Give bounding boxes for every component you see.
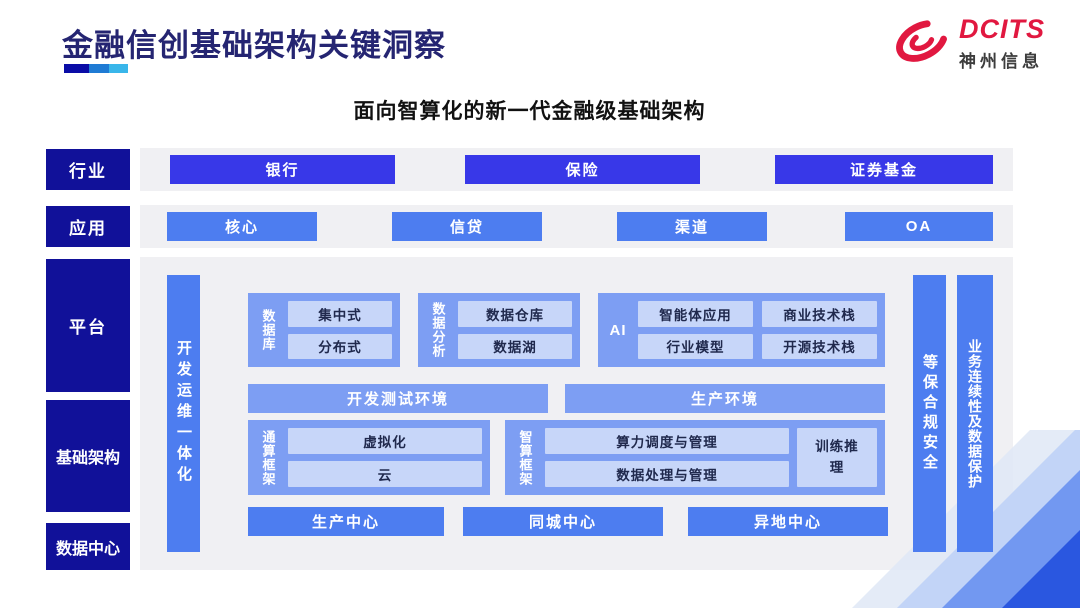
layer-label-infrastructure: 基础架构 — [46, 400, 130, 512]
smart-compute-group: 智算框架 算力调度与管理 数据处理与管理 训练推理 — [505, 420, 885, 495]
logo-brand-text: DCITS — [959, 14, 1045, 45]
layer-label-industry: 行业 — [46, 149, 130, 190]
analytics-item-data-warehouse: 数据仓库 — [458, 301, 572, 327]
diagram-title: 面向智算化的新一代金融级基础架构 — [353, 100, 706, 123]
ai-item-agent-apps: 智能体应用 — [638, 301, 753, 327]
application-item-oa: OA — [845, 212, 993, 241]
industry-item-insurance: 保险 — [465, 155, 700, 184]
smart-compute-item-data-processing: 数据处理与管理 — [545, 461, 789, 487]
underline-segment-dark — [64, 64, 89, 73]
center-item-remote: 异地中心 — [688, 507, 888, 536]
general-compute-item-virtualization: 虚拟化 — [288, 428, 482, 454]
logo-swirl-icon — [893, 14, 951, 73]
smart-compute-item-compute-scheduling: 算力调度与管理 — [545, 428, 789, 454]
industry-item-bank: 银行 — [170, 155, 395, 184]
dev-test-environment-bar: 开发测试环境 — [248, 384, 548, 413]
database-item-distributed: 分布式 — [288, 333, 392, 359]
data-analytics-group-label: 数据分析 — [430, 302, 446, 358]
business-continuity-bar: 业务连续性及数据保护 — [957, 275, 993, 552]
devops-integration-bar: 开发运维一体化 — [167, 275, 200, 552]
smart-compute-group-label: 智算框架 — [517, 429, 533, 486]
ai-group: AI 智能体应用 商业技术栈 行业模型 开源技术栈 — [598, 293, 885, 367]
application-item-core: 核心 — [167, 212, 317, 241]
smart-compute-item-training-inference: 训练推理 — [797, 428, 877, 487]
company-logo: DCITS 神州信息 — [893, 14, 1045, 73]
title-underline-decoration — [64, 64, 128, 73]
industry-item-securities-funds: 证券基金 — [775, 155, 993, 184]
center-item-same-city: 同城中心 — [463, 507, 663, 536]
layer-label-datacenter: 数据中心 — [46, 523, 130, 570]
center-item-production: 生产中心 — [248, 507, 444, 536]
analytics-item-data-lake: 数据湖 — [458, 333, 572, 359]
production-environment-bar: 生产环境 — [565, 384, 885, 413]
data-analytics-group: 数据分析 数据仓库 数据湖 — [418, 293, 580, 367]
application-item-channel: 渠道 — [617, 212, 767, 241]
ai-item-industry-models: 行业模型 — [638, 333, 753, 359]
ai-item-open-source-stack: 开源技术栈 — [762, 333, 877, 359]
application-item-credit: 信贷 — [392, 212, 542, 241]
general-compute-group-label: 通算框架 — [260, 429, 276, 486]
layer-label-application: 应用 — [46, 206, 130, 247]
database-group-label: 数据库 — [260, 309, 276, 351]
database-item-centralized: 集中式 — [288, 301, 392, 327]
security-compliance-bar: 等保合规安全 — [913, 275, 946, 552]
database-group: 数据库 集中式 分布式 — [248, 293, 400, 367]
ai-item-commercial-stack: 商业技术栈 — [762, 301, 877, 327]
layer-label-platform: 平台 — [46, 259, 130, 392]
general-compute-item-cloud: 云 — [288, 461, 482, 487]
ai-group-label: AI — [609, 321, 627, 339]
underline-segment-medium — [89, 64, 109, 73]
underline-segment-light — [109, 64, 128, 73]
logo-company-name: 神州信息 — [959, 51, 1043, 71]
general-compute-group: 通算框架 虚拟化 云 — [248, 420, 490, 495]
page-title: 金融信创基础架构关键洞察 — [62, 28, 446, 63]
